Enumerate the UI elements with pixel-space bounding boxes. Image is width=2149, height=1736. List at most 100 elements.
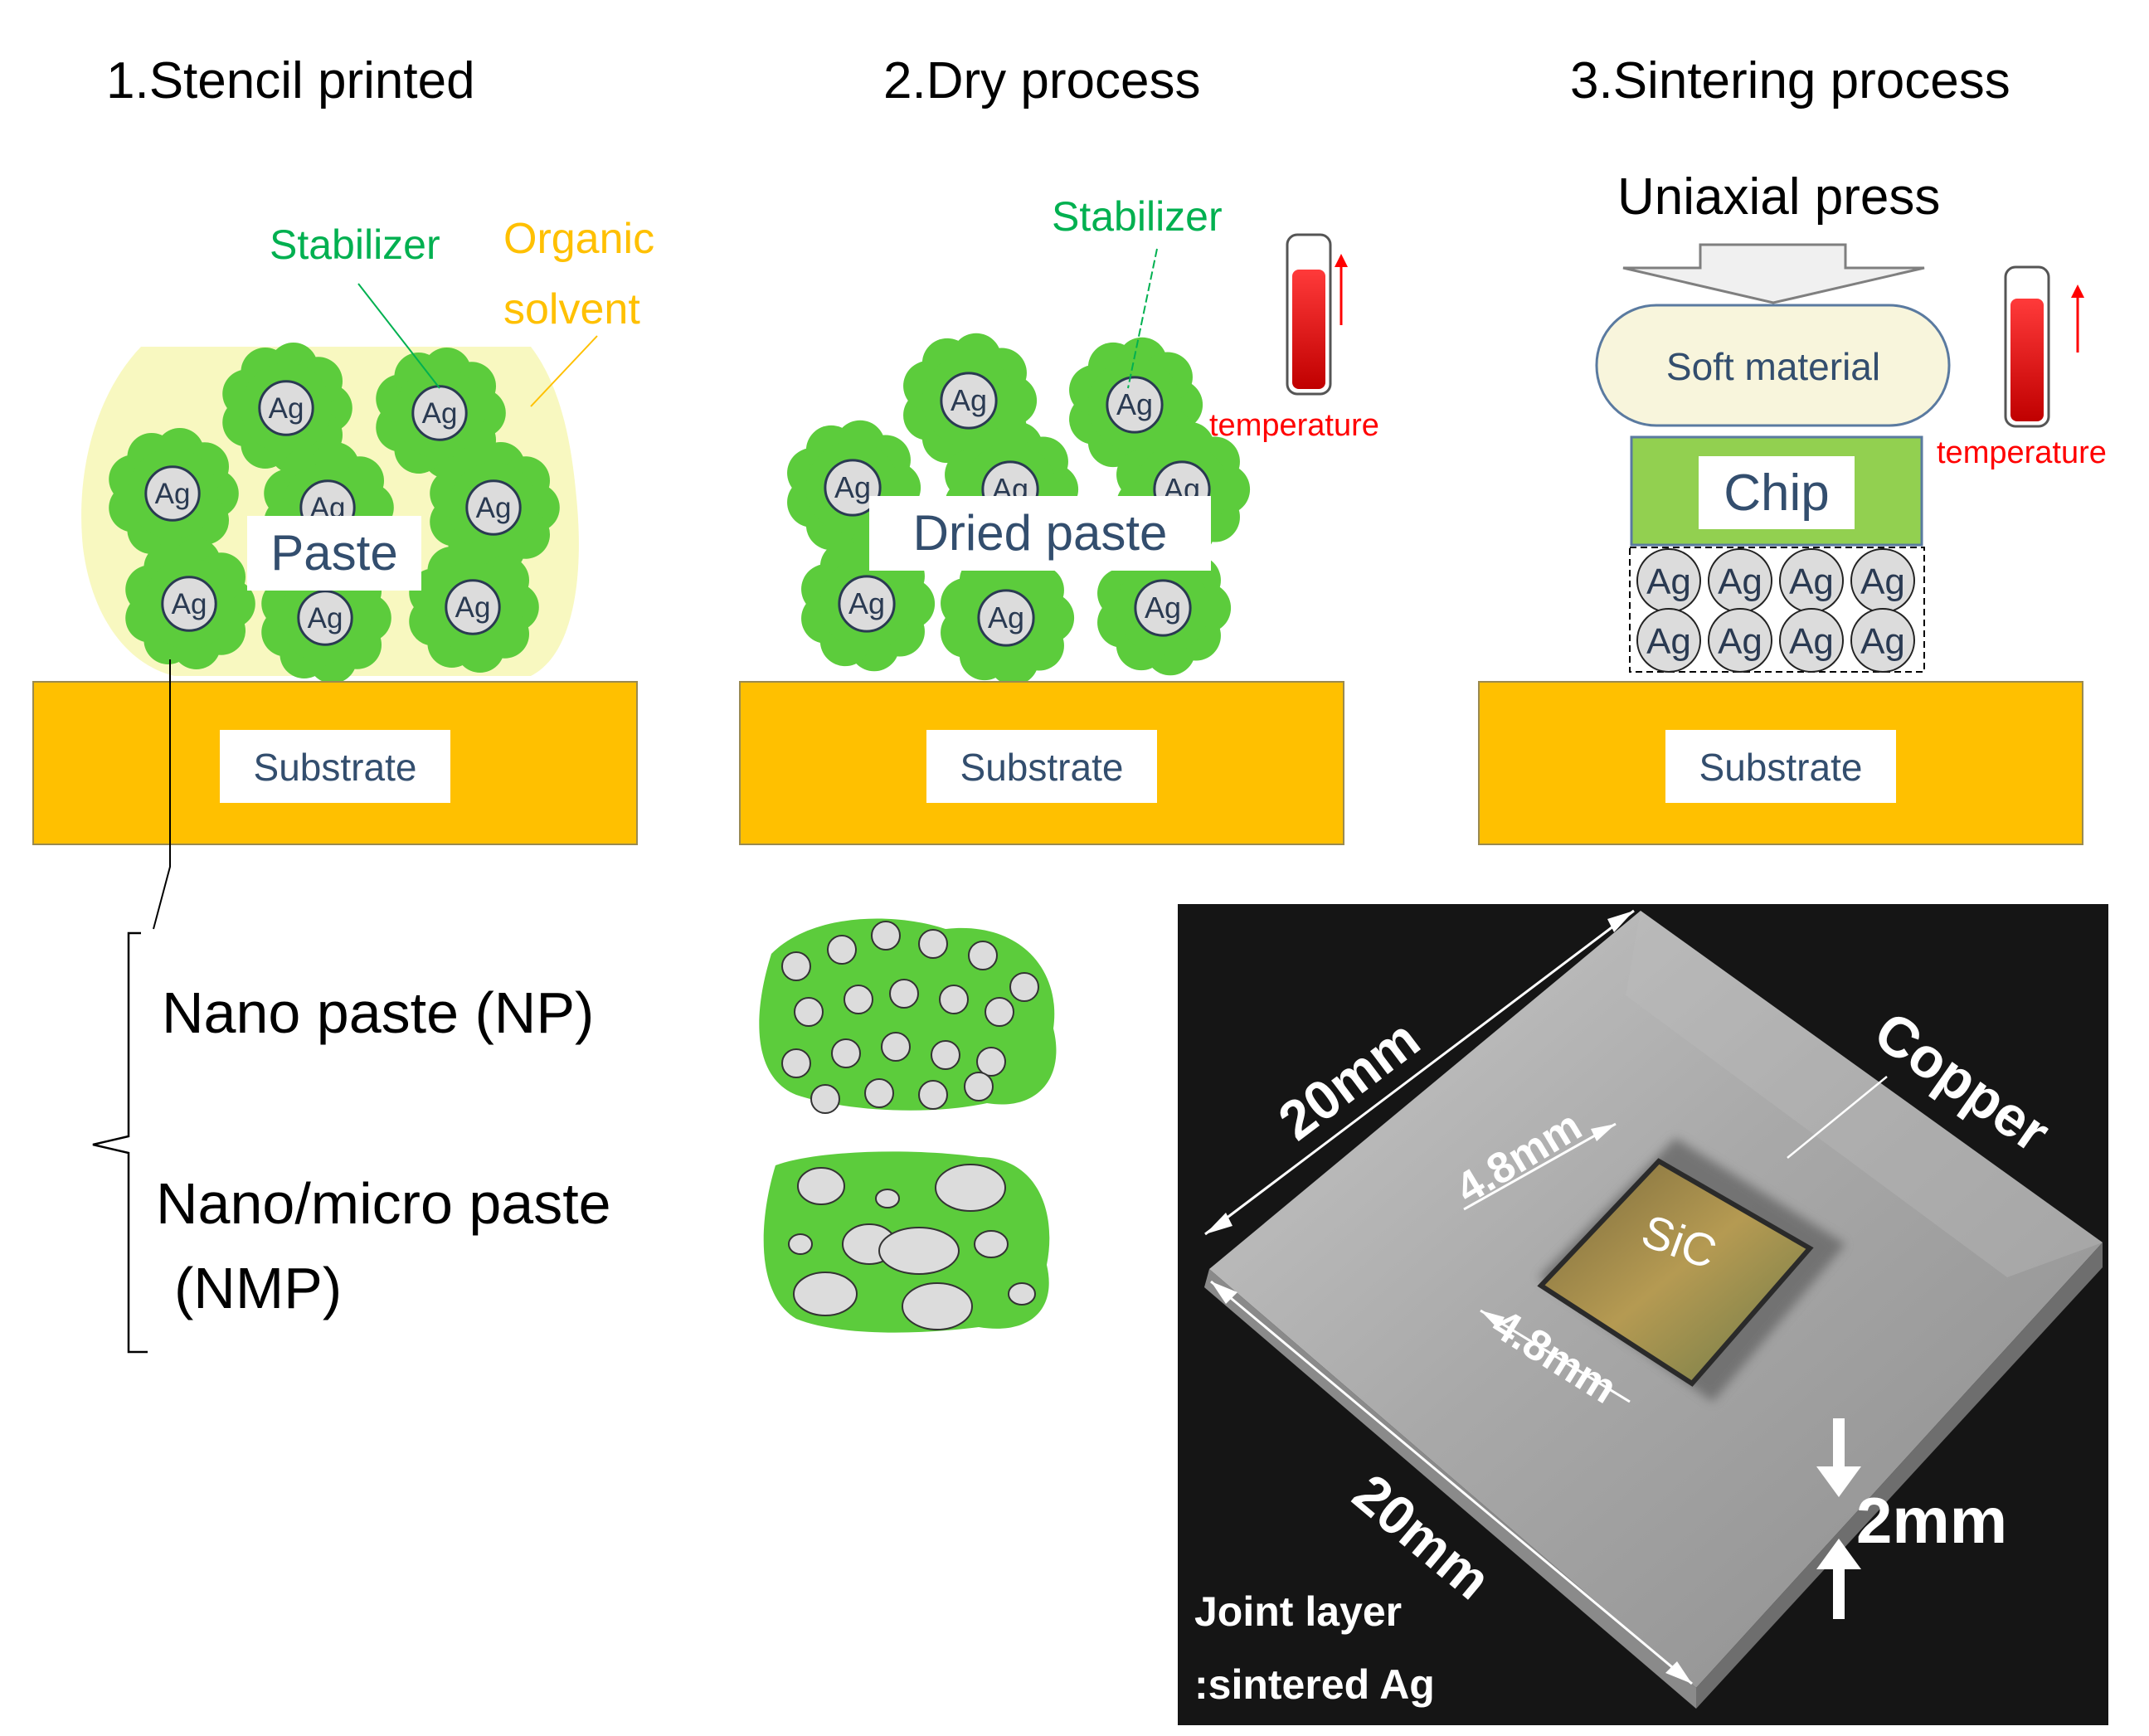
substrate-label-2: Substrate bbox=[960, 746, 1124, 789]
substrate-label-box-2 bbox=[926, 730, 1157, 803]
svg-text:Ag: Ag bbox=[1646, 562, 1691, 602]
svg-text:Ag: Ag bbox=[1646, 621, 1691, 662]
substrate-label-box-1 bbox=[220, 730, 450, 803]
np-particle bbox=[889, 979, 919, 1009]
ag-particle: Ag bbox=[222, 342, 352, 474]
step-2-title: 2.Dry process bbox=[883, 52, 1200, 109]
dim-line-chip-top bbox=[1463, 1122, 1617, 1211]
joint-layer-label-2: :sintered Ag bbox=[1194, 1661, 1435, 1708]
organic-solvent-label-2: solvent bbox=[503, 285, 640, 333]
svg-text:Ag: Ag bbox=[1145, 591, 1181, 625]
ag-particle: Ag bbox=[376, 347, 506, 479]
svg-text:Ag: Ag bbox=[455, 591, 491, 624]
dried-paste-label: Dried paste bbox=[913, 505, 1168, 561]
dim-line-chip-bottom bbox=[1480, 1309, 1631, 1403]
thermometer-3 bbox=[2004, 265, 2084, 428]
sintered-ag-particle: Ag bbox=[1779, 608, 1844, 673]
svg-text:Ag: Ag bbox=[476, 492, 512, 524]
svg-text:Ag: Ag bbox=[1718, 621, 1762, 662]
np-particle bbox=[918, 1080, 948, 1110]
nano-micro-paste-label-1: Nano/micro paste bbox=[156, 1171, 611, 1236]
svg-text:Ag: Ag bbox=[1116, 387, 1153, 421]
svg-text:Ag: Ag bbox=[1789, 562, 1834, 602]
nano-micro-paste-label-2: (NMP) bbox=[174, 1256, 342, 1320]
temperature-label-3: temperature bbox=[1937, 435, 2107, 470]
svg-text:Ag: Ag bbox=[308, 602, 343, 635]
substrate-label-box-3 bbox=[1665, 730, 1896, 803]
svg-text:Ag: Ag bbox=[951, 383, 987, 417]
substrate-label-3: Substrate bbox=[1699, 746, 1863, 789]
ag-particle: Ag bbox=[109, 427, 239, 560]
temperature-label-2: temperature bbox=[1209, 408, 1379, 443]
sintered-ag-particle: Ag bbox=[1708, 608, 1772, 673]
copper-plate-side-right bbox=[1696, 1242, 2103, 1709]
svg-text:Ag: Ag bbox=[1718, 562, 1762, 602]
substrate-label-1: Substrate bbox=[254, 746, 417, 789]
paste-type-bracket bbox=[92, 931, 148, 1354]
nmp-particle bbox=[875, 1189, 900, 1208]
stabilizer-pointer-1 bbox=[357, 283, 440, 389]
ag-particle: Ag bbox=[903, 333, 1038, 469]
chip-label: Chip bbox=[1724, 464, 1830, 522]
sintered-ag-particle: Ag bbox=[1636, 548, 1701, 613]
dim-line-top bbox=[1204, 909, 1635, 1236]
soft-material-block bbox=[1595, 304, 1951, 427]
nmp-particle bbox=[793, 1272, 858, 1316]
thermometer-2 bbox=[1286, 233, 1348, 396]
np-particle bbox=[1009, 972, 1039, 1002]
stabilizer-label-1: Stabilizer bbox=[270, 221, 440, 268]
np-particle bbox=[985, 997, 1014, 1027]
svg-text:Ag: Ag bbox=[1860, 562, 1905, 602]
nmp-particle bbox=[902, 1282, 973, 1330]
nmp-particle bbox=[788, 1233, 813, 1255]
np-particle bbox=[968, 941, 998, 970]
sample-photo: 20mm 20mm 4.8mm 4.8mm Copper SiC 2mm Joi… bbox=[1178, 904, 2108, 1725]
organic-solvent-label-1: Organic bbox=[503, 215, 654, 263]
ag-particle: Ag bbox=[941, 550, 1075, 686]
svg-text:Ag: Ag bbox=[848, 586, 885, 620]
np-particle bbox=[881, 1032, 911, 1062]
np-particle bbox=[781, 951, 811, 981]
sintered-ag-particle: Ag bbox=[1850, 608, 1915, 673]
bracket-leader bbox=[153, 659, 171, 930]
paste-label-box bbox=[247, 516, 421, 591]
thickness-arrow-bottom bbox=[1816, 1539, 1861, 1619]
dim-line-bottom bbox=[1210, 1280, 1693, 1685]
nmp-particle bbox=[878, 1227, 960, 1275]
np-particle bbox=[794, 997, 824, 1027]
nmp-particle bbox=[1008, 1282, 1036, 1306]
svg-text:Ag: Ag bbox=[172, 588, 207, 620]
joint-layer-label-1: Joint layer bbox=[1194, 1588, 1402, 1635]
step-3-title: 3.Sintering process bbox=[1570, 52, 2010, 109]
sintered-ag-particle: Ag bbox=[1708, 548, 1772, 613]
np-particle bbox=[871, 921, 901, 951]
np-particle bbox=[810, 1084, 840, 1114]
ag-particle: Ag bbox=[125, 537, 255, 670]
ag-particle: Ag bbox=[430, 441, 560, 574]
svg-text:Ag: Ag bbox=[155, 478, 191, 510]
nmp-microstructure bbox=[763, 1151, 1050, 1333]
np-particle bbox=[976, 1047, 1006, 1077]
np-particle bbox=[781, 1048, 811, 1078]
press-arrow bbox=[1622, 243, 1925, 304]
nano-paste-label: Nano paste (NP) bbox=[162, 980, 594, 1045]
np-particle bbox=[931, 1040, 960, 1070]
step-1-title: 1.Stencil printed bbox=[106, 52, 475, 109]
svg-text:Ag: Ag bbox=[1789, 621, 1834, 662]
soft-material-label: Soft material bbox=[1666, 345, 1880, 388]
np-particle bbox=[831, 1038, 861, 1068]
np-particle bbox=[939, 985, 969, 1014]
svg-text:Ag: Ag bbox=[269, 392, 304, 425]
uniaxial-press-label: Uniaxial press bbox=[1617, 168, 1940, 226]
nmp-particle bbox=[974, 1230, 1009, 1258]
sintered-ag-particle: Ag bbox=[1779, 548, 1844, 613]
nmp-particle bbox=[797, 1167, 845, 1205]
copper-pointer bbox=[1787, 1076, 1888, 1159]
chip-label-box bbox=[1699, 456, 1855, 529]
sintered-ag-particle: Ag bbox=[1636, 608, 1701, 673]
organic-solvent-pointer bbox=[530, 335, 598, 407]
thickness-label: 2mm bbox=[1856, 1484, 2007, 1557]
